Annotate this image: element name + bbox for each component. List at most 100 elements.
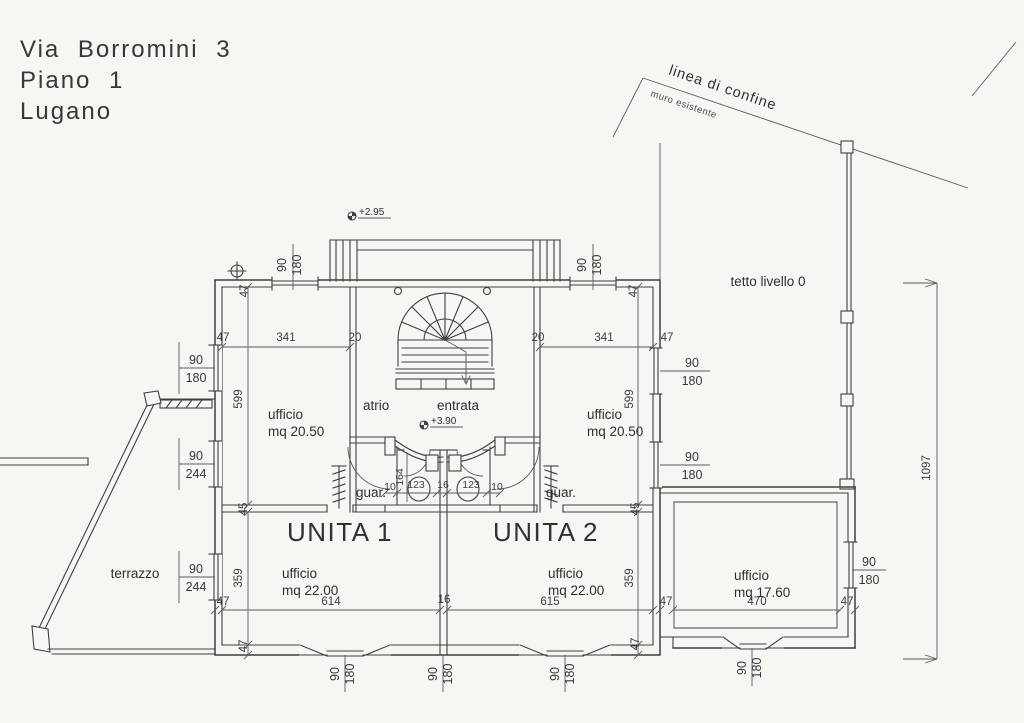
dim: 180 bbox=[290, 255, 304, 276]
window bbox=[208, 553, 223, 601]
dim: 47 bbox=[217, 596, 230, 608]
entrata-label: entrata bbox=[437, 398, 480, 413]
unit1-name: UNITA bbox=[287, 517, 371, 547]
office-wing-area: mq 17.60 bbox=[734, 585, 790, 600]
dim: 47 bbox=[841, 596, 854, 608]
dim: 45 bbox=[238, 503, 250, 516]
dim: 614 bbox=[321, 596, 341, 608]
unit2-number: 2 bbox=[583, 517, 599, 547]
dim: 180 bbox=[859, 573, 880, 587]
dim: 180 bbox=[343, 664, 357, 685]
dim: 180 bbox=[682, 374, 703, 388]
window bbox=[649, 441, 663, 489]
unit1-number: 1 bbox=[377, 517, 393, 547]
title-floor: Piano 1 bbox=[20, 67, 124, 94]
window bbox=[843, 541, 858, 589]
dim: 244 bbox=[186, 467, 207, 481]
wc-bowl bbox=[407, 476, 431, 502]
level-marker-upper: +2.95 bbox=[347, 207, 391, 221]
dim: 90 bbox=[685, 450, 699, 464]
dim: 180 bbox=[186, 371, 207, 385]
dim: 599 bbox=[624, 389, 636, 408]
title-block: Via Borromini 3 Piano 1 Lugano bbox=[20, 36, 230, 125]
dim: 359 bbox=[624, 568, 636, 587]
dim: 90 bbox=[189, 449, 203, 463]
office-wing-label: ufficio bbox=[734, 568, 769, 583]
door-jamb bbox=[494, 436, 506, 456]
window bbox=[721, 636, 785, 650]
dim: 16 bbox=[437, 479, 449, 491]
dim: 123 bbox=[462, 479, 480, 491]
dim: 90 bbox=[575, 258, 589, 272]
dim: 90 bbox=[328, 667, 342, 681]
office-nw-area: mq 20.50 bbox=[268, 424, 324, 439]
stair-direction-arrow bbox=[444, 339, 467, 384]
dim: 45 bbox=[630, 503, 642, 516]
dim: 90 bbox=[685, 356, 699, 370]
existing-wall-label: muro esistente bbox=[649, 88, 718, 121]
dim: 470 bbox=[747, 596, 766, 608]
dim: 47 bbox=[660, 596, 673, 608]
dim: 20 bbox=[532, 332, 545, 344]
office-ne-label: ufficio bbox=[587, 407, 622, 422]
dim: 615 bbox=[540, 596, 559, 608]
dim: 164 bbox=[394, 468, 406, 486]
dim: 180 bbox=[682, 468, 703, 482]
level-entry-value: +3.90 bbox=[431, 416, 457, 427]
door-jamb bbox=[384, 436, 396, 456]
entrance-double-doors bbox=[394, 439, 496, 463]
dim: 47 bbox=[630, 638, 642, 651]
door-swing-arcs bbox=[347, 446, 540, 490]
unit2-name: UNITA bbox=[493, 517, 577, 547]
window bbox=[518, 644, 612, 657]
dim: 47 bbox=[661, 332, 674, 344]
porch-column bbox=[393, 286, 403, 296]
dim: 1097 bbox=[921, 455, 933, 481]
main-building-walls bbox=[214, 279, 661, 656]
dim: 90 bbox=[189, 353, 203, 367]
dim: 180 bbox=[563, 664, 577, 685]
dim: 244 bbox=[186, 580, 207, 594]
coat-rack-icon bbox=[331, 465, 559, 509]
office-nw-label: ufficio bbox=[268, 407, 303, 422]
dim: 180 bbox=[441, 664, 455, 685]
dim: 47 bbox=[238, 640, 250, 653]
site-boundary-lines bbox=[612, 41, 1017, 280]
wc-block bbox=[384, 446, 501, 513]
dim: 180 bbox=[750, 658, 764, 679]
dim: 341 bbox=[276, 332, 295, 344]
perimeter-fence bbox=[839, 140, 855, 490]
dim: 341 bbox=[594, 332, 613, 344]
dim: 47 bbox=[217, 332, 230, 344]
roof-area-label: tetto livello 0 bbox=[730, 274, 805, 289]
wall-stub-left bbox=[0, 457, 89, 466]
guar-label-left: guar. bbox=[356, 485, 386, 500]
entrance-canopy bbox=[329, 239, 561, 296]
dim: 90 bbox=[426, 667, 440, 681]
dim: 10 bbox=[384, 481, 396, 493]
dim: 180 bbox=[590, 255, 604, 276]
office-sw-area: mq 22.00 bbox=[282, 583, 338, 598]
dim: 90 bbox=[735, 661, 749, 675]
dim: 16 bbox=[438, 594, 451, 606]
wc-bowl bbox=[456, 476, 480, 502]
dim: 20 bbox=[349, 332, 362, 344]
wc-door-swing bbox=[403, 449, 431, 477]
dim: 47 bbox=[239, 285, 251, 298]
terrace bbox=[31, 390, 216, 655]
room-labels: atrio entrata guar. guar. ufficio mq 20.… bbox=[268, 398, 790, 600]
dim: 10 bbox=[491, 481, 503, 493]
staircase bbox=[395, 292, 495, 390]
office-se-label: ufficio bbox=[548, 566, 583, 581]
guar-label-right: guar. bbox=[546, 485, 576, 500]
dim: 359 bbox=[233, 568, 245, 587]
wc-cistern bbox=[425, 454, 439, 472]
overall-height-dim: 1097 bbox=[903, 278, 938, 664]
porch-column bbox=[482, 286, 492, 296]
dimension-lines: 47 341 20 20 341 47 47 47 599 45 359 47 … bbox=[210, 278, 938, 664]
level-marker-entry: +3.90 bbox=[419, 416, 463, 430]
wc-cistern bbox=[448, 454, 462, 472]
dim: 90 bbox=[862, 555, 876, 569]
